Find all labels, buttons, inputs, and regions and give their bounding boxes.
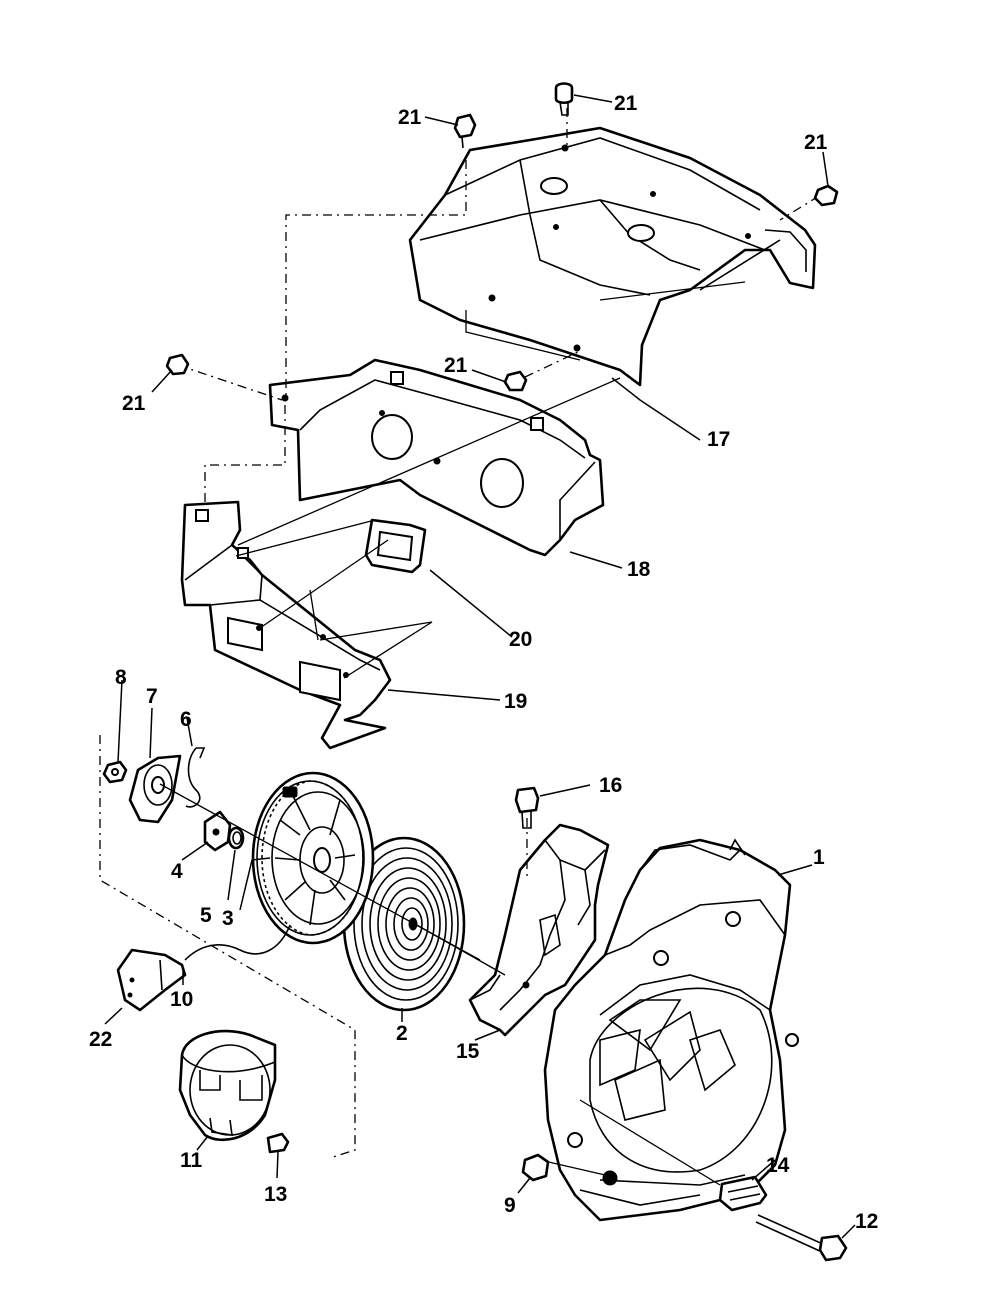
callout-21: 21 <box>122 392 146 415</box>
part-21-bolt-top-center <box>554 82 574 116</box>
callout-7: 7 <box>146 685 158 708</box>
part-6-ratchet-spring <box>185 747 206 808</box>
callout-6: 6 <box>180 708 192 731</box>
callout-labels: 21 21 21 21 21 17 18 20 19 8 7 6 16 1 4 … <box>89 92 878 1233</box>
callout-3: 3 <box>222 907 234 930</box>
callout-20: 20 <box>509 628 532 651</box>
callout-19: 19 <box>504 690 527 713</box>
part-21-nut-left <box>165 353 190 376</box>
callout-2: 2 <box>396 1022 408 1045</box>
part-19-lower-bracket <box>180 500 392 750</box>
assembly-lines-lower <box>99 735 721 1186</box>
callout-17: 17 <box>707 428 730 451</box>
part-17-upper-shroud <box>408 126 817 387</box>
callout-18: 18 <box>627 558 651 581</box>
callout-21: 21 <box>444 354 468 377</box>
callout-9: 9 <box>504 1194 516 1217</box>
part-15-bracket <box>468 823 610 1037</box>
part-16-bolt <box>514 786 540 829</box>
part-1-fan-housing <box>543 838 799 1222</box>
callout-21: 21 <box>614 92 638 115</box>
callout-1: 1 <box>813 846 825 869</box>
callout-22: 22 <box>89 1028 112 1051</box>
callout-14: 14 <box>766 1154 790 1177</box>
part-21-nut-right <box>813 184 839 207</box>
callout-12: 12 <box>855 1210 878 1233</box>
part-8-nut <box>102 760 128 784</box>
callout-8: 8 <box>115 666 127 689</box>
part-21-bolt-middle <box>503 370 528 392</box>
callout-21: 21 <box>804 131 828 154</box>
callout-13: 13 <box>264 1183 287 1206</box>
callout-16: 16 <box>599 774 622 797</box>
part-4-pawl <box>203 810 232 852</box>
part-12-bolt <box>755 1214 848 1262</box>
part-10-rope <box>184 924 291 961</box>
assembly-lines-upper <box>177 108 820 679</box>
part-13-bolt <box>266 1132 290 1154</box>
part-11-starter-cup <box>178 1029 277 1142</box>
callout-11: 11 <box>180 1149 203 1172</box>
leader-lines <box>104 94 856 1239</box>
part-7-cam-plate <box>128 754 182 824</box>
part-14-clip <box>718 1175 768 1212</box>
part-3-pulley <box>251 771 375 945</box>
callout-5: 5 <box>200 904 212 927</box>
callout-21: 21 <box>398 106 422 129</box>
callout-4: 4 <box>171 860 183 883</box>
part-21-bolt-top-left <box>453 113 477 149</box>
callout-10: 10 <box>170 988 193 1011</box>
part-5-spring <box>227 826 245 850</box>
part-20-gasket <box>364 518 427 574</box>
part-18-baffle <box>268 358 605 557</box>
part-9-nut <box>521 1153 550 1182</box>
part-22-handle <box>116 948 187 1012</box>
callout-15: 15 <box>456 1040 480 1063</box>
